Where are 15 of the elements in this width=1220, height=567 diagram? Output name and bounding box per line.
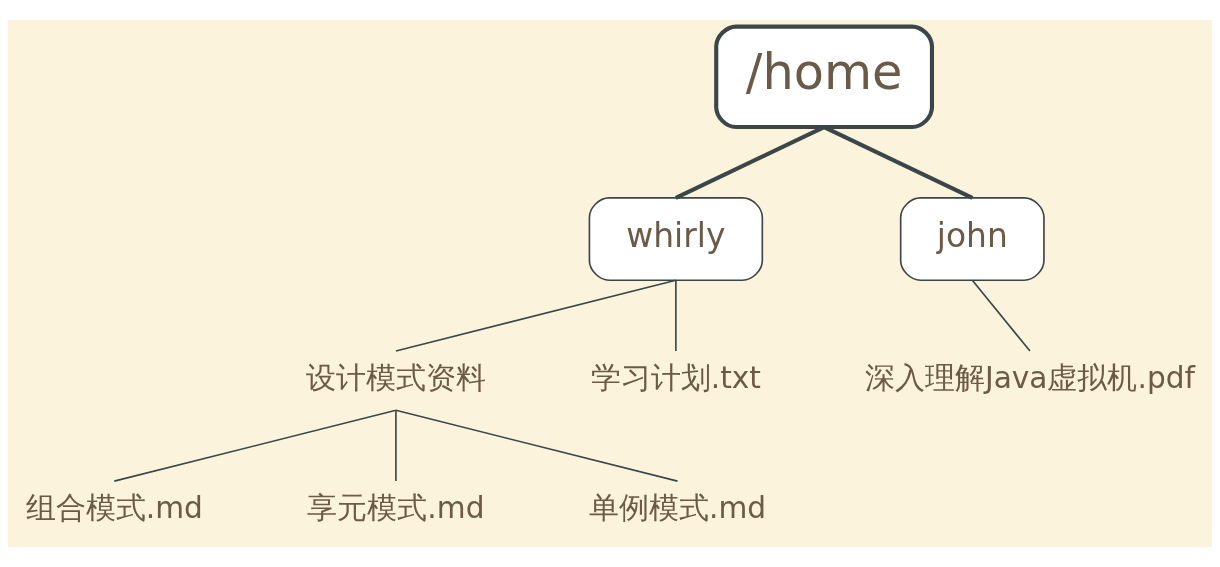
node-box: john xyxy=(899,197,1045,282)
node-text: 单例模式.md xyxy=(588,490,767,526)
node-text: 深入理解Java虚拟机.pdf xyxy=(864,359,1195,395)
connector xyxy=(395,409,679,482)
node-text: 组合模式.md xyxy=(25,490,203,526)
connector xyxy=(395,409,397,482)
connector xyxy=(675,279,677,352)
connector xyxy=(113,409,397,482)
node-text: 享元模式.md xyxy=(307,490,485,526)
connector xyxy=(971,279,1031,352)
node-text: 设计模式资料 xyxy=(305,359,486,395)
node-box: whirly xyxy=(588,197,764,282)
node-box: /home xyxy=(714,24,934,130)
node-text: 学习计划.txt xyxy=(590,359,761,395)
connector xyxy=(395,279,677,352)
